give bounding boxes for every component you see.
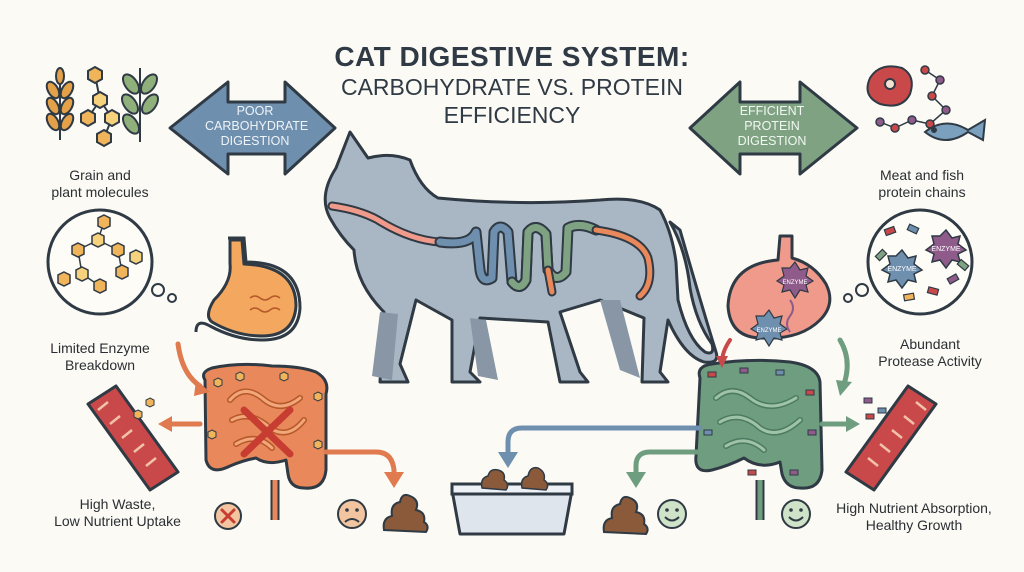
meat-label: Meat and fish protein chains bbox=[842, 167, 1002, 201]
efficient-protein-line-2: PROTEIN bbox=[744, 118, 800, 133]
smile-face-icon bbox=[657, 499, 687, 529]
limited-label-2: Breakdown bbox=[64, 356, 136, 373]
enzyme-text-2: ENZYME bbox=[887, 266, 917, 273]
fish-icon bbox=[923, 118, 987, 142]
efficient-protein-line-3: DIGESTION bbox=[737, 133, 807, 148]
limited-enzyme-label: Limited Enzyme Breakdown bbox=[25, 340, 175, 374]
high-nutrient-label-1: High Nutrient Absorption, bbox=[836, 500, 992, 516]
blood-vessel-icon-right bbox=[844, 384, 938, 492]
cat-digestive-tract bbox=[327, 201, 655, 301]
wheat-icon bbox=[45, 67, 75, 140]
poop-icon-right bbox=[602, 495, 649, 536]
efficient-protein-arrow bbox=[688, 80, 859, 176]
protein-chain-icon bbox=[875, 65, 951, 133]
carb-waste-arrow bbox=[323, 449, 397, 479]
enzyme-bubble bbox=[843, 208, 974, 316]
abundant-label-1: Abundant bbox=[900, 336, 960, 352]
x-circle-icon bbox=[214, 502, 242, 530]
poor-carb-line-2: CARBOHYDRATE bbox=[205, 118, 309, 133]
title-line-2: CARBOHYDRATE VS. PROTEIN bbox=[340, 74, 684, 100]
enzyme-text-1: ENZYME bbox=[931, 246, 961, 253]
meat-label-2: protein chains bbox=[878, 183, 966, 200]
protein-stomach bbox=[726, 234, 832, 348]
litter-box-icon bbox=[450, 466, 574, 536]
carb-stomach bbox=[194, 236, 302, 342]
protein-flow-arrow-2 bbox=[837, 337, 850, 387]
title-line-3: EFFICIENCY bbox=[443, 102, 581, 128]
abundant-label-2: Protease Activity bbox=[878, 352, 982, 369]
carb-flow-arrow bbox=[175, 341, 203, 389]
efficient-protein-line-1: EFFICIENT bbox=[739, 104, 805, 118]
poor-carb-line-1: POOR bbox=[236, 104, 274, 118]
poor-carb-arrow bbox=[168, 80, 337, 176]
limited-label-1: Limited Enzyme bbox=[50, 340, 150, 356]
meat-label-1: Meat and fish bbox=[879, 167, 965, 183]
high-waste-label-1: High Waste, bbox=[79, 496, 156, 512]
molecule-icon bbox=[80, 65, 120, 148]
carb-molecule-bubble bbox=[46, 208, 177, 316]
litter-arrow bbox=[505, 425, 703, 459]
grain-label-2: plant molecules bbox=[51, 183, 149, 200]
cat-silhouette bbox=[323, 130, 719, 384]
high-waste-label-2: Low Nutrient Uptake bbox=[54, 512, 181, 529]
grain-label: Grain and plant molecules bbox=[20, 167, 180, 201]
steak-icon bbox=[866, 65, 913, 107]
high-waste-label: High Waste, Low Nutrient Uptake bbox=[30, 496, 205, 530]
protein-waste-arrow bbox=[633, 449, 703, 479]
enzyme-text-4: ENZYME bbox=[756, 328, 781, 334]
sad-face-icon bbox=[337, 499, 367, 529]
abundant-protease-label: Abundant Protease Activity bbox=[850, 336, 1010, 370]
title-line-1: CAT DIGESTIVE SYSTEM: bbox=[334, 41, 690, 72]
high-nutrient-label: High Nutrient Absorption, Healthy Growth bbox=[814, 500, 1014, 534]
smile-face-icon-right bbox=[781, 499, 811, 529]
carb-intestine bbox=[202, 362, 329, 520]
leaf-icon bbox=[121, 68, 159, 142]
efficient-protein-arrow-label: EFFICIENT PROTEIN DIGESTION bbox=[722, 104, 822, 148]
enzyme-text-3: ENZYME bbox=[782, 280, 807, 286]
poor-carb-line-3: DIGESTION bbox=[220, 133, 290, 148]
poor-carb-arrow-label: POOR CARBOHYDRATE DIGESTION bbox=[205, 104, 309, 148]
grain-label-1: Grain and bbox=[69, 167, 131, 183]
blood-vessel-icon bbox=[86, 384, 180, 492]
poop-icon bbox=[382, 493, 429, 534]
protein-intestine bbox=[694, 358, 824, 520]
high-nutrient-label-2: Healthy Growth bbox=[865, 516, 963, 533]
